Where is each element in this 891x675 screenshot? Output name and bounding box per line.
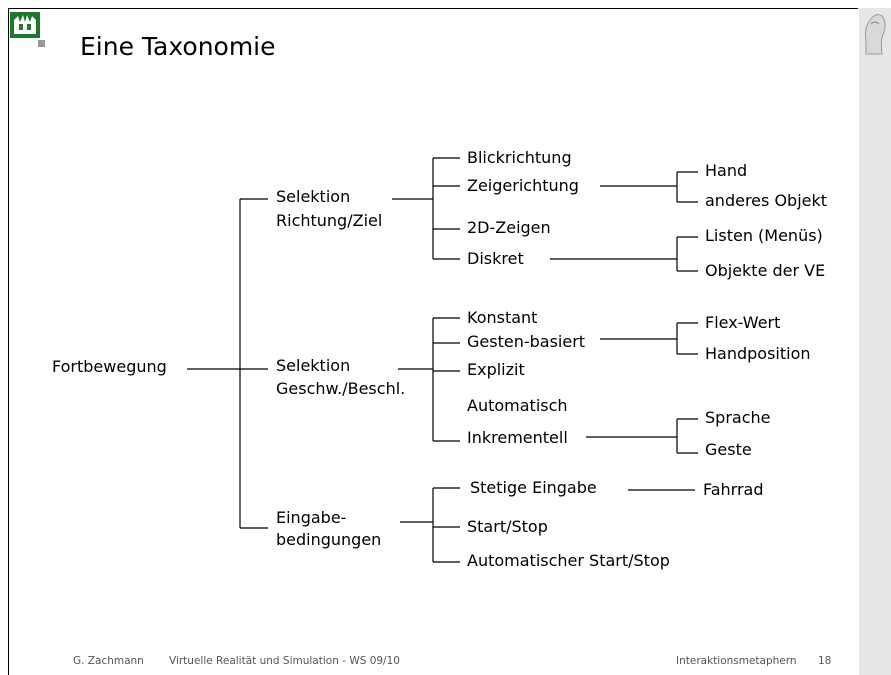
page-title: Eine Taxonomie xyxy=(80,32,276,61)
page-number: 18 xyxy=(818,655,832,667)
node-geste: Geste xyxy=(705,440,752,459)
node-2d-zeigen: 2D-Zeigen xyxy=(467,218,551,237)
node-selektion-geschw-line1: Selektion xyxy=(276,356,351,375)
footer-author: G. Zachmann xyxy=(73,655,144,667)
node-listen-menues: Listen (Menüs) xyxy=(705,226,823,245)
node-automatisch: Automatisch xyxy=(467,396,568,415)
node-flex-wert: Flex-Wert xyxy=(705,313,781,332)
node-selektion-richtung-line1: Selektion xyxy=(276,187,351,206)
node-selektion-geschw-line2: Geschw./Beschl. xyxy=(276,379,406,398)
node-eingabe-line2: bedingungen xyxy=(276,530,382,549)
node-inkrementell: Inkrementell xyxy=(467,428,568,447)
node-anderes-objekt: anderes Objekt xyxy=(705,191,828,210)
corner-figure-icon xyxy=(865,14,886,55)
node-sprache: Sprache xyxy=(705,408,771,427)
slide-frame xyxy=(8,8,858,675)
university-logo-icon xyxy=(10,12,40,38)
node-fahrrad: Fahrrad xyxy=(703,480,764,499)
logo-accent-square xyxy=(38,40,45,47)
node-konstant: Konstant xyxy=(467,308,538,327)
node-hand: Hand xyxy=(705,161,748,180)
node-gesten-basiert: Gesten-basiert xyxy=(467,332,586,351)
node-selektion-richtung-line2: Richtung/Ziel xyxy=(276,211,383,230)
footer-topic: Interaktionsmetaphern xyxy=(676,655,797,667)
node-start-stop: Start/Stop xyxy=(467,517,548,536)
footer-course: Virtuelle Realität und Simulation - WS 0… xyxy=(169,655,400,667)
node-automatischer-start-stop: Automatischer Start/Stop xyxy=(467,551,670,570)
node-eingabe-line1: Eingabe- xyxy=(276,508,347,527)
node-fortbewegung: Fortbewegung xyxy=(52,357,167,376)
node-handposition: Handposition xyxy=(705,344,811,363)
node-objekte-der-ve: Objekte der VE xyxy=(705,261,826,280)
node-diskret: Diskret xyxy=(467,249,524,268)
node-blickrichtung: Blickrichtung xyxy=(467,148,572,167)
node-zeigerichtung: Zeigerichtung xyxy=(467,176,579,195)
node-stetige-eingabe: Stetige Eingabe xyxy=(470,478,597,497)
node-explizit: Explizit xyxy=(467,360,525,379)
right-margin-bar xyxy=(859,8,891,675)
